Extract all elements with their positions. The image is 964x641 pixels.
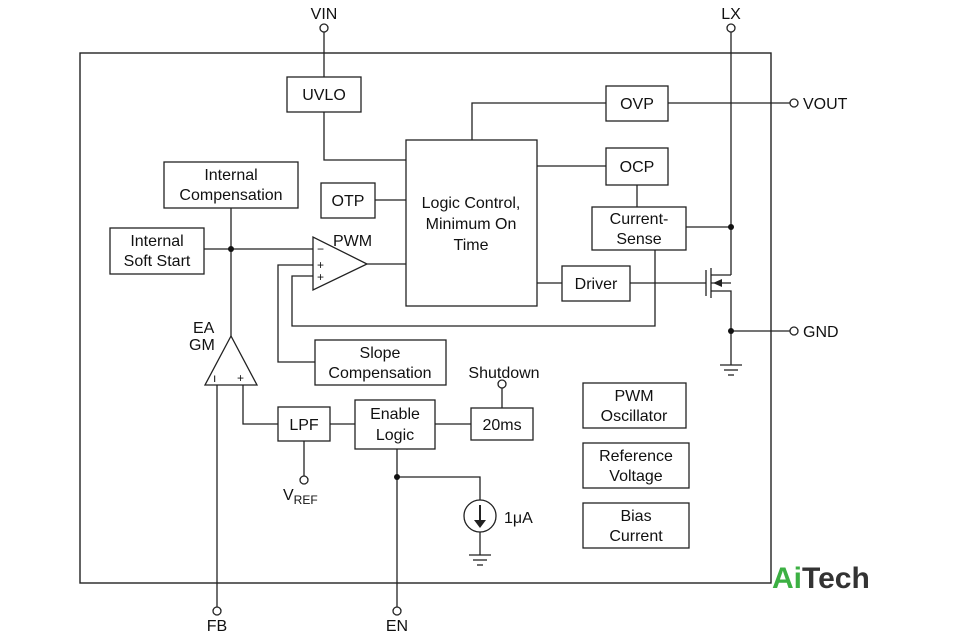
reference-voltage-block (582, 442, 690, 489)
enable-logic-line-2: Logic (376, 427, 414, 444)
enable-logic-block (354, 399, 436, 450)
pwm-oscillator-block (582, 382, 687, 429)
vref-main: V (283, 487, 294, 504)
internal-comp-line-2: Compensation (179, 187, 282, 204)
ovp-label: OVP (620, 96, 654, 113)
shutdown-terminal (497, 379, 507, 389)
shutdown-label: Shutdown (468, 365, 539, 382)
fb-label: FB (207, 618, 227, 635)
logic-line-3: Time (454, 237, 489, 254)
enable-logic-line-1: Enable (370, 406, 420, 423)
comp-plus2-label: + (317, 270, 324, 284)
bias-current-block (582, 502, 690, 549)
vin-terminal (319, 23, 329, 33)
vref-sub: REF (294, 493, 318, 507)
vout-label: VOUT (803, 96, 848, 113)
logic-line-1: Logic Control, (422, 195, 521, 212)
aitech-logo: AiTech (772, 562, 870, 602)
ea-plus-label: + (237, 371, 244, 385)
current-source-icon (463, 499, 497, 533)
vref-terminal (299, 475, 309, 485)
gnd-label: GND (803, 324, 839, 341)
bias-current-line-1: Bias (620, 508, 651, 525)
en-terminal (392, 606, 402, 616)
bias-current-line-2: Current (609, 528, 663, 545)
comp-plus1-label: + (317, 258, 324, 272)
logo-part-1: Ai (772, 562, 802, 595)
current-sense-line-1: Current- (610, 211, 669, 228)
lpf-block (277, 406, 331, 442)
timer-20ms-block (470, 407, 534, 441)
ocp-label: OCP (620, 159, 655, 176)
comp-minus-label: − (317, 242, 324, 256)
slope-compensation-block (314, 339, 447, 386)
pwm-label: PWM (333, 233, 372, 250)
pwm-osc-line-1: PWM (614, 388, 653, 405)
slope-comp-line-2: Compensation (328, 365, 431, 382)
ref-voltage-line-1: Reference (599, 448, 673, 465)
uvlo-label: UVLO (302, 87, 346, 104)
current-sense-block (591, 206, 687, 251)
ea-minus-label: ı (213, 371, 216, 385)
otp-block (320, 182, 376, 219)
ocp-block (605, 147, 669, 186)
ref-voltage-line-2: Voltage (609, 468, 662, 485)
gnd-terminal (789, 326, 799, 336)
ea-amplifier-icon (203, 334, 259, 386)
logic-control-block (405, 139, 538, 307)
otp-label: OTP (332, 193, 365, 210)
en-label: EN (386, 618, 408, 635)
soft-start-line-2: Soft Start (124, 253, 191, 270)
current-sense-line-2: Sense (616, 231, 661, 248)
soft-start-block (109, 227, 205, 275)
ovp-block (605, 85, 669, 122)
uvlo-block (286, 76, 362, 113)
driver-block (561, 265, 631, 302)
gm-label: GM (189, 337, 215, 354)
timer-label: 20ms (482, 417, 521, 434)
chip-outline (79, 52, 772, 584)
vout-terminal (789, 98, 799, 108)
junctions (228, 224, 734, 480)
lpf-label: LPF (289, 417, 319, 434)
logic-line-2: Minimum On (426, 216, 517, 233)
fb-terminal (212, 606, 222, 616)
lx-terminal (726, 23, 736, 33)
soft-start-line-1: Internal (130, 233, 183, 250)
pwm-osc-line-2: Oscillator (601, 408, 668, 425)
pwm-comparator-icon (312, 235, 369, 292)
vref-label: VREF (283, 487, 318, 507)
slope-comp-line-1: Slope (360, 345, 401, 362)
driver-label: Driver (575, 276, 618, 293)
internal-comp-line-1: Internal (204, 167, 257, 184)
logo-part-2: Tech (802, 562, 870, 595)
wires (204, 32, 790, 607)
ea-label: EA (193, 320, 215, 337)
vin-label: VIN (311, 6, 338, 23)
internal-compensation-block (163, 161, 299, 209)
lx-label: LX (721, 6, 741, 23)
current-source-label: 1μA (504, 510, 533, 527)
